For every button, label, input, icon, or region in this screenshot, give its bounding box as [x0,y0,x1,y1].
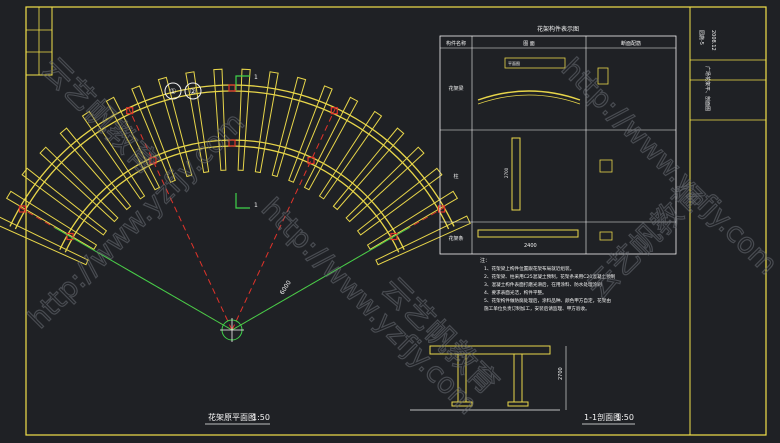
section-scale: 1:50 [616,413,634,422]
column-1-0 [149,156,157,165]
rafter-7 [131,85,176,183]
rafter-11 [237,68,251,171]
rafter-1 [5,190,98,250]
rafter-4 [59,127,132,211]
column-3-1 [330,107,338,115]
column-0-0 [66,232,74,241]
column-4-0 [390,232,398,241]
section-height-dim: 2700 [558,367,564,380]
dim-line-1 [231,227,410,331]
column-1-1 [126,107,134,115]
drawing-date: 2008.12 [710,30,716,51]
rafter-20 [366,190,459,250]
rafter-6 [105,96,161,191]
column-0-1 [18,205,27,213]
rafter-16 [318,110,383,200]
marker-2: ② [189,87,196,96]
rafter-13 [271,76,307,178]
axis-line-1 [128,107,233,331]
section-cut-markers: 1 1 [235,74,258,209]
rafter-10 [213,68,227,171]
plan-view-title: 花架原平面图 [208,412,256,422]
rafter-17 [332,127,405,211]
note-1: 1、花架梁上构件位置跟花架布局就近组装。 [484,265,574,272]
note-4: 4、要求表面光洁，构件平整。 [484,289,547,296]
rafter-12 [254,71,279,174]
note-2: 2、花架梁、柱采用C25混凝土预制，花架条采用C20混凝土预制 [484,273,616,280]
rafter-14 [288,85,333,183]
watermark-url-2: http://www.yzfjy.com [555,52,780,281]
drawing-frame [25,6,767,436]
column-3-0 [307,156,315,165]
project-name: 广场花架平、剖面图 [704,66,711,111]
rafter-3 [39,146,119,223]
row-rafter-name: 花架条 [448,235,463,242]
section-marker-bottom: 1 [254,202,258,209]
watermarks: http://www.yzfjy.com http://www.yzfjy.co… [21,50,780,421]
table-header-section: 断面配筋 [621,40,641,47]
rafter-8 [157,76,193,178]
plan-markers: ① ② [164,82,202,100]
drawing-no: 园施-5 [698,30,705,45]
rafter-0 [0,216,89,266]
rafter-21 [375,215,471,266]
notes-title: 注： [480,257,490,264]
table-title: 花架构件表示图 [537,25,579,33]
svg-text:平面图: 平面图 [508,60,520,66]
marker-1: ① [169,87,176,96]
dim-line-0 [54,227,233,331]
rafter-2 [21,167,108,236]
rafter-span-dim: 2400 [524,243,537,249]
row-beam-name: 花架梁 [448,85,463,92]
notes: 注： 1、花架梁上构件位置跟花架布局就近组装。 2、花架梁、柱采用C25混凝土预… [480,257,616,312]
component-table: 花架构件表示图 构件名称 图 面 断面配筋 花架梁 柱 花架条 平面图 2700… [439,25,677,255]
note-6: 施工单位负责订制加工，安装后请监理、甲方验收。 [484,305,590,312]
column-4-1 [437,205,446,213]
column-2-0 [228,139,236,147]
plan-radius-dim: 6000 [279,279,293,296]
plan-view-scale: 1:50 [252,413,270,422]
section-view: 2700 1-1剖面图 1:50 [410,345,635,425]
note-3: 3、混凝土构件表面打磨光滑后，在用涂料、防水处理涂刷 [484,281,602,288]
rafter-18 [345,146,425,223]
table-header-name: 构件名称 [446,40,466,47]
watermark-url-1: http://www.yzfjy.com [255,192,484,421]
section-marker-top: 1 [254,74,258,81]
column-height-dim: 2700 [504,167,509,178]
plan-view [0,68,471,342]
row-column-name: 柱 [453,173,458,180]
rafter-15 [303,96,359,191]
rafter-19 [356,167,443,236]
axis-line-2 [231,107,336,331]
rafter-5 [81,110,146,200]
section-title: 1-1剖面图 [584,412,621,422]
column-2-1 [228,84,236,92]
note-5: 5、花架构件做防腐处理后，涂料品种、颜色甲方自定，花架由 [484,297,611,304]
table-header-detail: 图 面 [523,41,535,47]
rafter-9 [185,71,210,174]
